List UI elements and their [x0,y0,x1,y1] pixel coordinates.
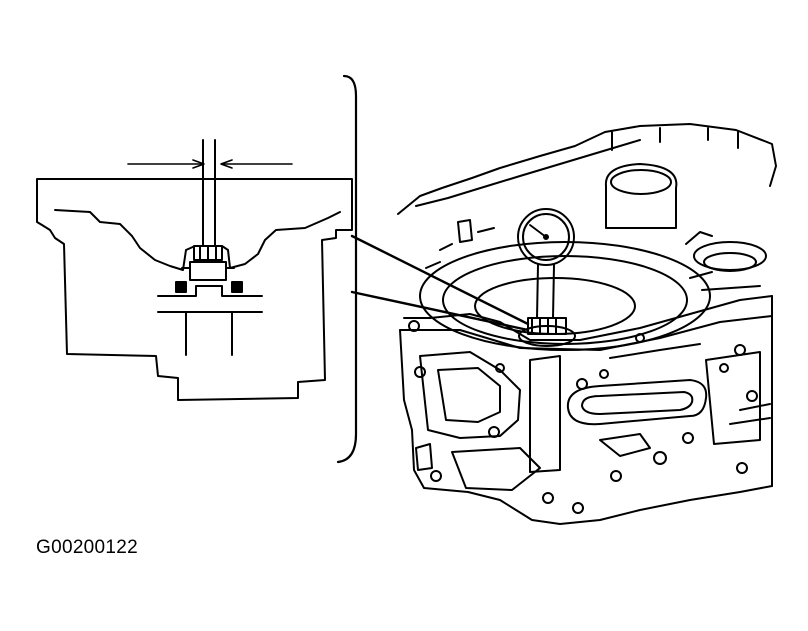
measurement-dimension-arrows [128,160,292,168]
housing-boss [606,164,676,228]
housing-port [694,242,766,270]
flange-face [404,296,772,340]
detail-bracket [338,76,356,462]
lower-case-outline [400,330,772,524]
dial-gauge [518,209,574,318]
bearing-assembly [182,246,234,280]
cross-section-detail [37,76,356,462]
figure-code-label: G00200122 [36,537,139,558]
snap-ring-left [176,282,186,292]
callout-leader-lines [352,236,528,330]
gauge-plunger-rod [203,140,215,246]
snap-ring-right [232,282,242,292]
shaft [158,286,262,355]
transaxle-housing [398,124,776,524]
gauge-base [519,318,575,346]
housing-top-silhouette [398,124,776,214]
bolt-holes [409,321,757,513]
housing-section-outline [37,179,352,400]
